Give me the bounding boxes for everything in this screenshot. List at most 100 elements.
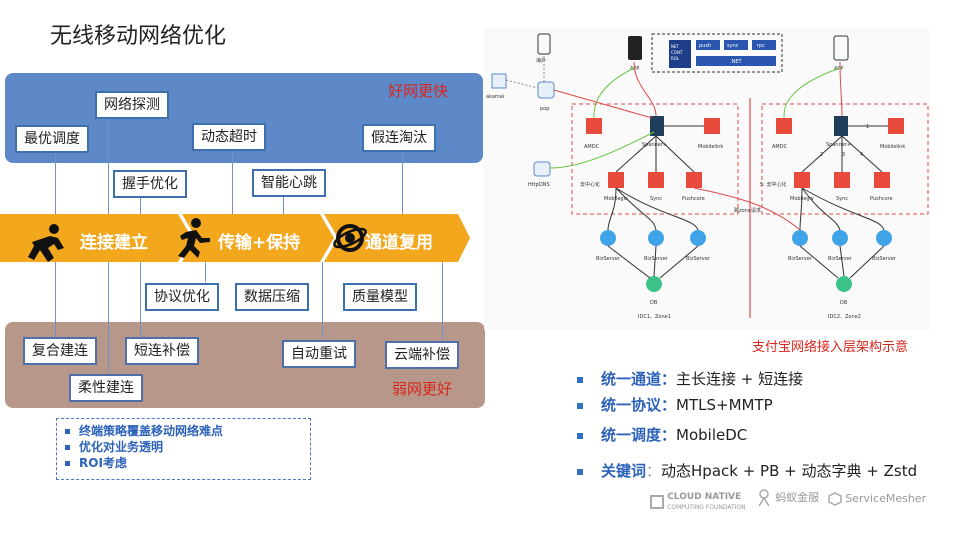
pop-icon — [537, 81, 555, 99]
svg-text:海外: 海外 — [536, 57, 546, 64]
svg-text:BizServer: BizServer — [828, 256, 853, 262]
svg-text:BizServer: BizServer — [596, 256, 621, 262]
svg-text:HttpDNS: HttpDNS — [528, 182, 550, 188]
step-transfer: 传输+保持 — [218, 233, 301, 253]
httpdns-icon — [533, 161, 551, 177]
svg-text:Mobilelink: Mobilelink — [880, 144, 905, 150]
server-icon — [650, 116, 664, 136]
svg-text:去中心化: 去中心化 — [580, 181, 600, 188]
step-connect: 连接建立 — [80, 233, 148, 253]
svg-text:BizServer: BizServer — [788, 256, 813, 262]
svg-text:Sync: Sync — [836, 196, 848, 202]
tag-smart-heartbeat: 智能心跳 — [252, 169, 326, 197]
connector-line — [232, 150, 233, 216]
svg-text:push: push — [699, 43, 711, 49]
connection-lines — [505, 56, 888, 279]
client-sdk-box — [651, 33, 783, 73]
svg-text:sync: sync — [727, 43, 739, 49]
bizserver-icon — [832, 230, 848, 246]
db-icon — [646, 276, 662, 292]
phone-icon — [833, 35, 849, 61]
servicemesher-logo-icon — [828, 492, 842, 506]
tag-auto-retry: 自动重试 — [282, 340, 356, 368]
key-point: 关键词：动态Hpack + PB + 动态字典 + Zstd — [577, 460, 917, 481]
svg-text:.NET: .NET — [730, 59, 742, 65]
runner-start-icon — [28, 224, 64, 262]
server-icon — [586, 118, 602, 134]
weak-network-label: 弱网更好 — [392, 380, 453, 398]
channel-ring-icon — [333, 224, 367, 252]
tag-cloud-comp: 云端补偿 — [385, 341, 459, 369]
bizserver-icon — [690, 230, 706, 246]
arrow-segment-transfer — [182, 214, 334, 262]
key-point: 统一调度：MobileDC — [577, 424, 747, 445]
tag-protocol-opt: 协议优化 — [145, 283, 219, 311]
arrow-segment-reuse — [324, 214, 470, 262]
server-icon — [608, 172, 624, 188]
db-icon — [836, 276, 852, 292]
svg-text:3: 3 — [842, 152, 845, 158]
svg-text:BizServer: BizServer — [644, 256, 669, 262]
summary-bullet: 终端策略覆盖移动网络难点 — [65, 423, 302, 439]
tag-handshake-opt: 握手优化 — [113, 170, 187, 198]
process-arrow-band — [0, 214, 470, 262]
server-icon — [874, 172, 890, 188]
svg-text:跨zone请求: 跨zone请求 — [734, 207, 761, 214]
server-icon — [776, 118, 792, 134]
tag-fake-conn-eliminate: 假连淘汰 — [362, 124, 436, 152]
step-reuse: 通道复用 — [365, 233, 433, 253]
summary-bullet: ROI考虑 — [65, 455, 302, 471]
server-icon — [834, 172, 850, 188]
phone-icon — [537, 33, 551, 55]
svg-text:Mobilegw: Mobilegw — [604, 196, 628, 202]
slide-title: 无线移动网络优化 — [50, 24, 227, 49]
svg-text:Pushcore: Pushcore — [682, 196, 705, 202]
svg-text:Spanner+: Spanner+ — [826, 142, 851, 148]
server-icon — [834, 116, 848, 136]
key-point: 统一协议：MTLS+MMTP — [577, 394, 773, 415]
tag-flexible-connect: 柔性建连 — [69, 374, 143, 402]
connector-line — [402, 150, 403, 216]
svg-text:IDC2、Zone2: IDC2、Zone2 — [828, 314, 861, 320]
bizserver-icon — [648, 230, 664, 246]
svg-text:CONT: CONT — [671, 50, 683, 55]
antfin-logo: 蚂蚁金服 — [756, 488, 819, 508]
tag-dynamic-timeout: 动态超时 — [192, 123, 266, 151]
svg-text:DB: DB — [650, 300, 658, 306]
bizserver-icon — [876, 230, 892, 246]
svg-text:rpc: rpc — [757, 43, 765, 49]
svg-text:4: 4 — [860, 152, 863, 158]
svg-text:APP: APP — [834, 66, 843, 72]
cncf-logo: CLOUD NATIVE COMPUTING FOUNDATION — [650, 492, 746, 512]
svg-text:ROL: ROL — [671, 56, 680, 61]
svg-text:IDC1、Zone1: IDC1、Zone1 — [638, 314, 671, 320]
svg-text:Pushcore: Pushcore — [870, 196, 893, 202]
connector-line — [140, 196, 141, 336]
bizserver-icon — [600, 230, 616, 246]
svg-text:Mobilelink: Mobilelink — [698, 144, 723, 150]
good-network-label: 好网更快 — [388, 82, 449, 100]
svg-text:DB: DB — [840, 300, 848, 306]
server-icon — [686, 172, 702, 188]
tag-data-compress: 数据压缩 — [235, 283, 309, 311]
cncf-logo-icon — [650, 495, 664, 509]
akamai-icon — [491, 73, 507, 89]
server-icon — [888, 118, 904, 134]
tag-short-conn-comp: 短连补偿 — [125, 337, 199, 365]
svg-text:AMDC: AMDC — [772, 144, 788, 150]
tag-quality-model: 质量模型 — [343, 283, 417, 311]
key-point: 统一通道：主长连接 + 短连接 — [577, 368, 803, 389]
server-icon — [794, 172, 810, 188]
connector-line — [322, 262, 323, 338]
svg-text:1: 1 — [866, 124, 869, 130]
connector-line — [283, 196, 284, 216]
runner-icon — [178, 218, 210, 258]
tag-optimal-schedule: 最优调度 — [15, 125, 89, 153]
svg-text:Spanner+: Spanner+ — [642, 142, 667, 148]
architecture-diagram: 海外 APP APP NET CONT ROL push sync rpc .N… — [484, 28, 930, 330]
svg-text:5: 去中心化: 5: 去中心化 — [760, 181, 786, 188]
tag-network-probe: 网络探测 — [95, 91, 169, 119]
server-icon — [648, 172, 664, 188]
svg-text:AMDC: AMDC — [584, 144, 600, 150]
summary-bullet: 优化对业务透明 — [65, 439, 302, 455]
